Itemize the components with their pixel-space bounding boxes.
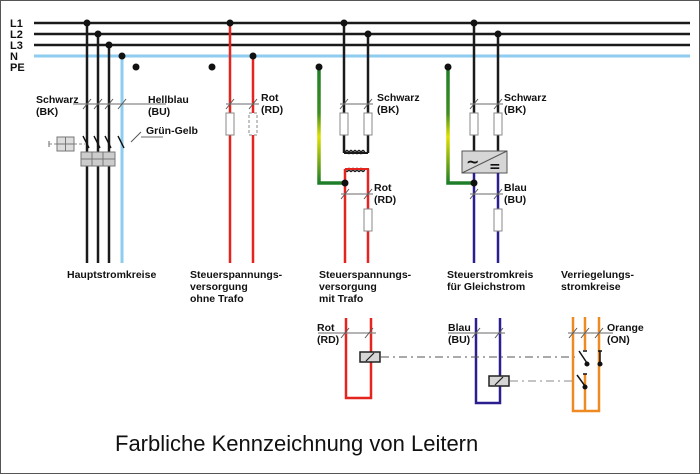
fuse-icon	[493, 208, 503, 232]
junction-dot	[470, 179, 478, 187]
label-bk: (BK)	[36, 106, 58, 118]
label-bk: (BK)	[504, 104, 526, 116]
label-hellblau: Hellblau	[148, 94, 189, 106]
junction-dot	[83, 19, 91, 27]
circuit-gleichstrom: Schwarz (BK) ~ = Blau (BU) Steuerstromkr…	[444, 19, 547, 293]
junction-dot	[94, 30, 102, 38]
tick-marks	[82, 98, 127, 110]
caption-verriegelung-2: stromkreise	[561, 281, 621, 293]
bus-label-n: N	[10, 51, 18, 63]
wire-pe	[317, 67, 345, 185]
dc-symbol: =	[489, 159, 501, 175]
contact-switch-icon	[576, 350, 603, 390]
transformer-icon	[344, 149, 369, 173]
caption-line-2: versorgung	[190, 281, 248, 293]
label-schwarz: Schwarz	[36, 94, 79, 106]
caption-line-1: Steuerspannungs-	[190, 269, 283, 281]
junction-dot	[208, 63, 216, 71]
lower-blue-circuit: Blau (BU)	[448, 318, 510, 405]
junction-dot	[132, 63, 140, 71]
caption-hauptstromkreise: Hauptstromkreise	[67, 269, 156, 281]
circuit-ohne-trafo: Rot (RD) Steuerspannungs- versorgung ohn…	[190, 19, 283, 305]
caption-line-2: versorgung	[319, 281, 377, 293]
circuit-mit-trafo: Schwarz (BK) Rot (RD) Steuerspannungs- v…	[315, 19, 420, 305]
rectifier-icon: ~ =	[461, 150, 508, 175]
fuse-icon	[225, 112, 235, 136]
junction-dot	[364, 30, 372, 38]
ac-symbol: ~	[466, 152, 479, 171]
caption-line-3: ohne Trafo	[190, 293, 244, 305]
junction-dot	[341, 179, 349, 187]
junction-dot	[118, 52, 126, 60]
label-gruen-gelb: Grün-Gelb	[146, 125, 198, 137]
junction-dot	[494, 30, 502, 38]
relay-coil-icon	[359, 351, 381, 363]
fuse-icon	[493, 112, 503, 136]
fuse-icon	[248, 112, 258, 136]
label-on: (ON)	[607, 334, 630, 346]
label-rd: (RD)	[317, 334, 339, 346]
junction-dot	[315, 63, 323, 71]
label-bu: (BU)	[448, 334, 470, 346]
label-rot: Rot	[261, 92, 279, 104]
fuse-icon	[363, 208, 373, 232]
label-blau: Blau	[448, 322, 471, 334]
label-orange: Orange	[607, 322, 644, 334]
wire-pe	[446, 67, 474, 185]
caption-line-3: mit Trafo	[319, 293, 363, 305]
lower-orange-circuit: Orange (ON)	[568, 317, 644, 413]
junction-dot	[105, 41, 113, 49]
caption-verriegelung-1: Verriegelungs-	[561, 269, 634, 281]
label-bk: (BK)	[377, 104, 399, 116]
junction-dot	[340, 19, 348, 27]
bus-label-pe: PE	[10, 62, 25, 74]
label-rd: (RD)	[374, 194, 396, 206]
label-bu: (BU)	[504, 194, 526, 206]
bus-label-l1: L1	[10, 18, 23, 30]
label-blau: Blau	[504, 182, 527, 194]
wire-blue-loop	[474, 318, 502, 405]
relay-coil-icon	[488, 375, 510, 387]
caption-line-1: Steuerspannungs-	[319, 269, 412, 281]
circuit-hauptstromkreise: Schwarz (BK) Hellblau (BU) Grün-Gelb Hau…	[36, 19, 198, 281]
bus-label-l3: L3	[10, 40, 23, 52]
label-schwarz: Schwarz	[504, 92, 547, 104]
page-title: Farbliche Kennzeichnung von Leitern	[115, 431, 478, 456]
caption-line-2: für Gleichstrom	[447, 281, 525, 293]
fuse-icon	[363, 112, 373, 136]
label-rd: (RD)	[261, 104, 283, 116]
label-schwarz: Schwarz	[377, 92, 420, 104]
fuse-icon	[339, 112, 349, 136]
label-rot: Rot	[317, 322, 335, 334]
label-bu: (BU)	[148, 106, 170, 118]
junction-dot	[444, 63, 452, 71]
bus-label-l2: L2	[10, 29, 23, 41]
circuit-breaker-icon	[48, 135, 125, 167]
fuse-icon	[469, 112, 479, 136]
junction-dot	[470, 19, 478, 27]
caption-line-1: Steuerstromkreis	[447, 269, 534, 281]
label-rot: Rot	[374, 182, 392, 194]
junction-dot	[226, 19, 234, 27]
junction-dot	[249, 52, 257, 60]
lower-red-circuit: Rot (RD)	[317, 318, 381, 400]
